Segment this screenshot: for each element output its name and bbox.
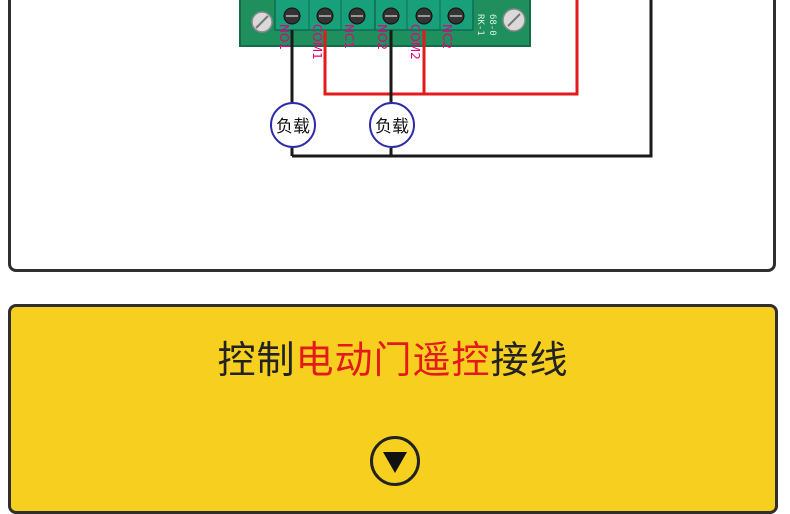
mounting-screw-left [251, 11, 273, 33]
mounting-screw-right [502, 8, 526, 32]
load-2: 负载 [369, 102, 415, 148]
board-text-model: RK-1 [475, 14, 485, 36]
load-2-label: 负载 [375, 117, 409, 137]
banner-title-suffix: 接线 [490, 338, 569, 382]
terminal-label-no1: NO1 [277, 24, 291, 50]
terminal-screw-no1 [283, 7, 301, 25]
terminal-screw-no2 [382, 7, 400, 25]
banner-title: 控制电动门遥控接线 [11, 337, 775, 383]
terminal-screw-nc2 [447, 7, 465, 25]
board-text-code: 68-0 [487, 14, 497, 36]
terminal-screw-nc1 [348, 7, 366, 25]
live-wire [323, 0, 579, 96]
banner-title-highlight: 电动门遥控 [295, 338, 491, 382]
scroll-down-button[interactable] [370, 436, 420, 486]
section-banner: 控制电动门遥控接线 [8, 304, 778, 514]
terminal-label-no2: NO2 [375, 24, 389, 50]
load-1: 负载 [270, 102, 316, 148]
wiring-diagram: RK-1 68-0 NO1 COM1 NC1 NO2 COM2 NC2 负载 负… [239, 0, 653, 158]
terminal-label-nc2: NC2 [440, 24, 454, 49]
neutral-wire [290, 0, 653, 158]
terminal-label-com1: COM1 [310, 24, 324, 60]
triangle-down-icon [383, 452, 407, 473]
terminal-screw-com2 [415, 7, 433, 25]
terminal-label-com2: COM2 [408, 24, 422, 60]
terminal-label-nc1: NC1 [342, 24, 356, 49]
banner-title-prefix: 控制 [217, 338, 296, 382]
terminal-screw-com1 [316, 7, 334, 25]
load-1-label: 负载 [276, 117, 310, 137]
